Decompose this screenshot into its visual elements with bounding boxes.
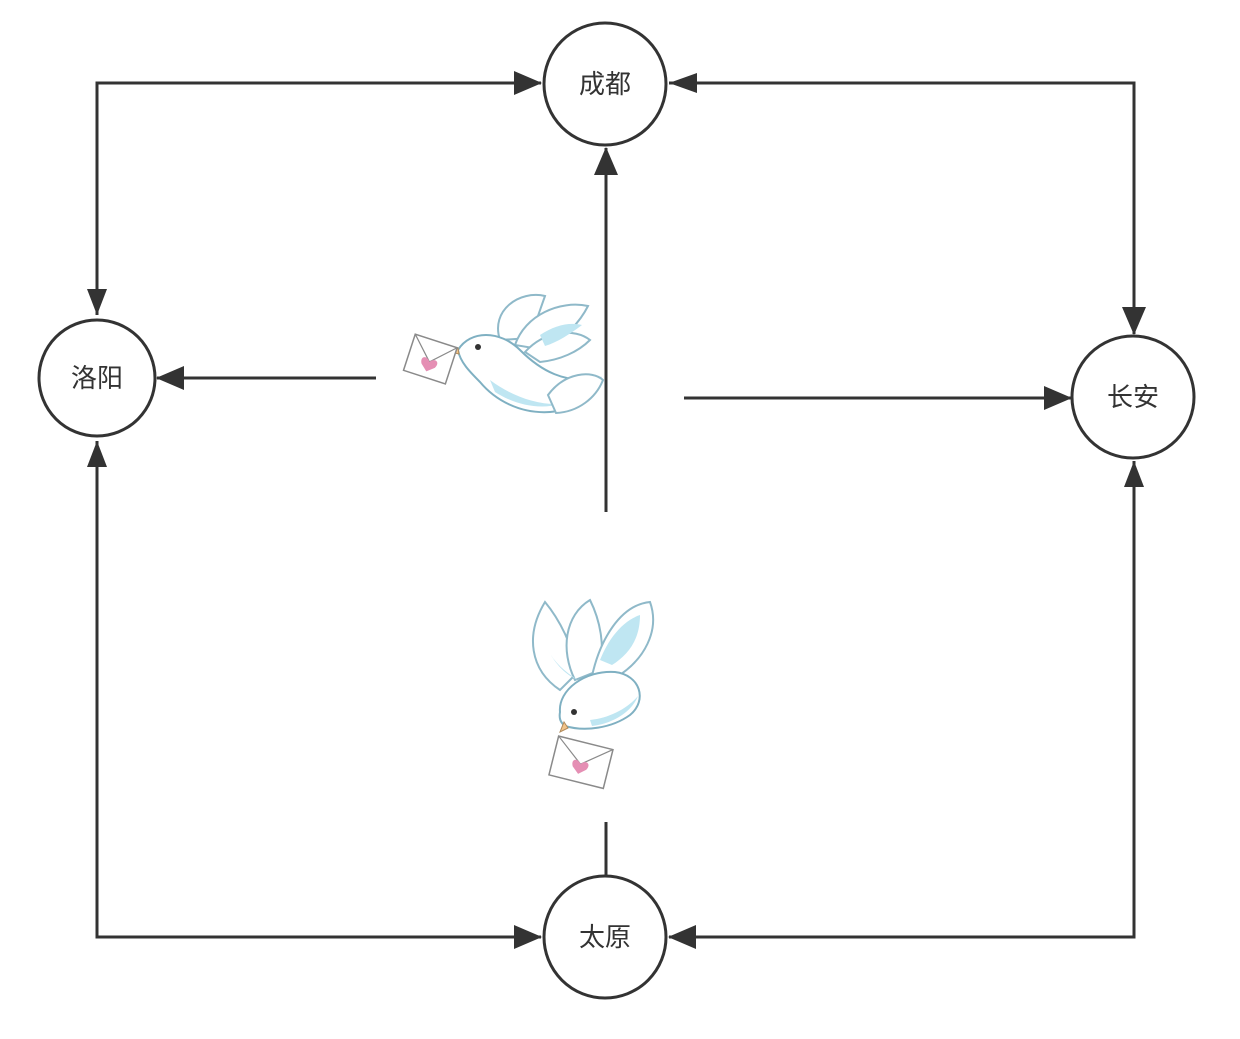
node-changan-circle (1070, 334, 1196, 460)
node-taiyuan[interactable]: 太原 (542, 874, 668, 1000)
edge-luoyang-taiyuan (95, 441, 542, 949)
node-chengdu-label: 成都 (579, 70, 631, 100)
edge-luoyang-chengdu (95, 71, 542, 315)
arrowhead-changan-bottom (1124, 461, 1144, 487)
carrier-pigeon-icon (532, 598, 655, 790)
carrier-pigeon-icon (402, 293, 605, 415)
node-luoyang-label: 洛阳 (71, 364, 123, 394)
arrowhead-luoyang-bottom (87, 441, 107, 467)
node-chengdu[interactable]: 成都 (542, 21, 668, 147)
edge-changan-taiyuan (668, 461, 1136, 949)
node-changan[interactable]: 长安 (1070, 334, 1196, 460)
node-luoyang-circle (37, 318, 157, 438)
arrowhead-luoyang-top (87, 289, 107, 315)
node-luoyang[interactable]: 洛阳 (37, 318, 157, 438)
edge-chengdu-changan (669, 81, 1146, 335)
node-changan-label: 长安 (1107, 383, 1159, 413)
arrowhead-chengdu-right (669, 73, 697, 93)
node-taiyuan-label: 太原 (579, 923, 631, 953)
node-chengdu-circle (542, 21, 668, 147)
edges (87, 71, 1146, 949)
node-taiyuan-circle (542, 874, 668, 1000)
